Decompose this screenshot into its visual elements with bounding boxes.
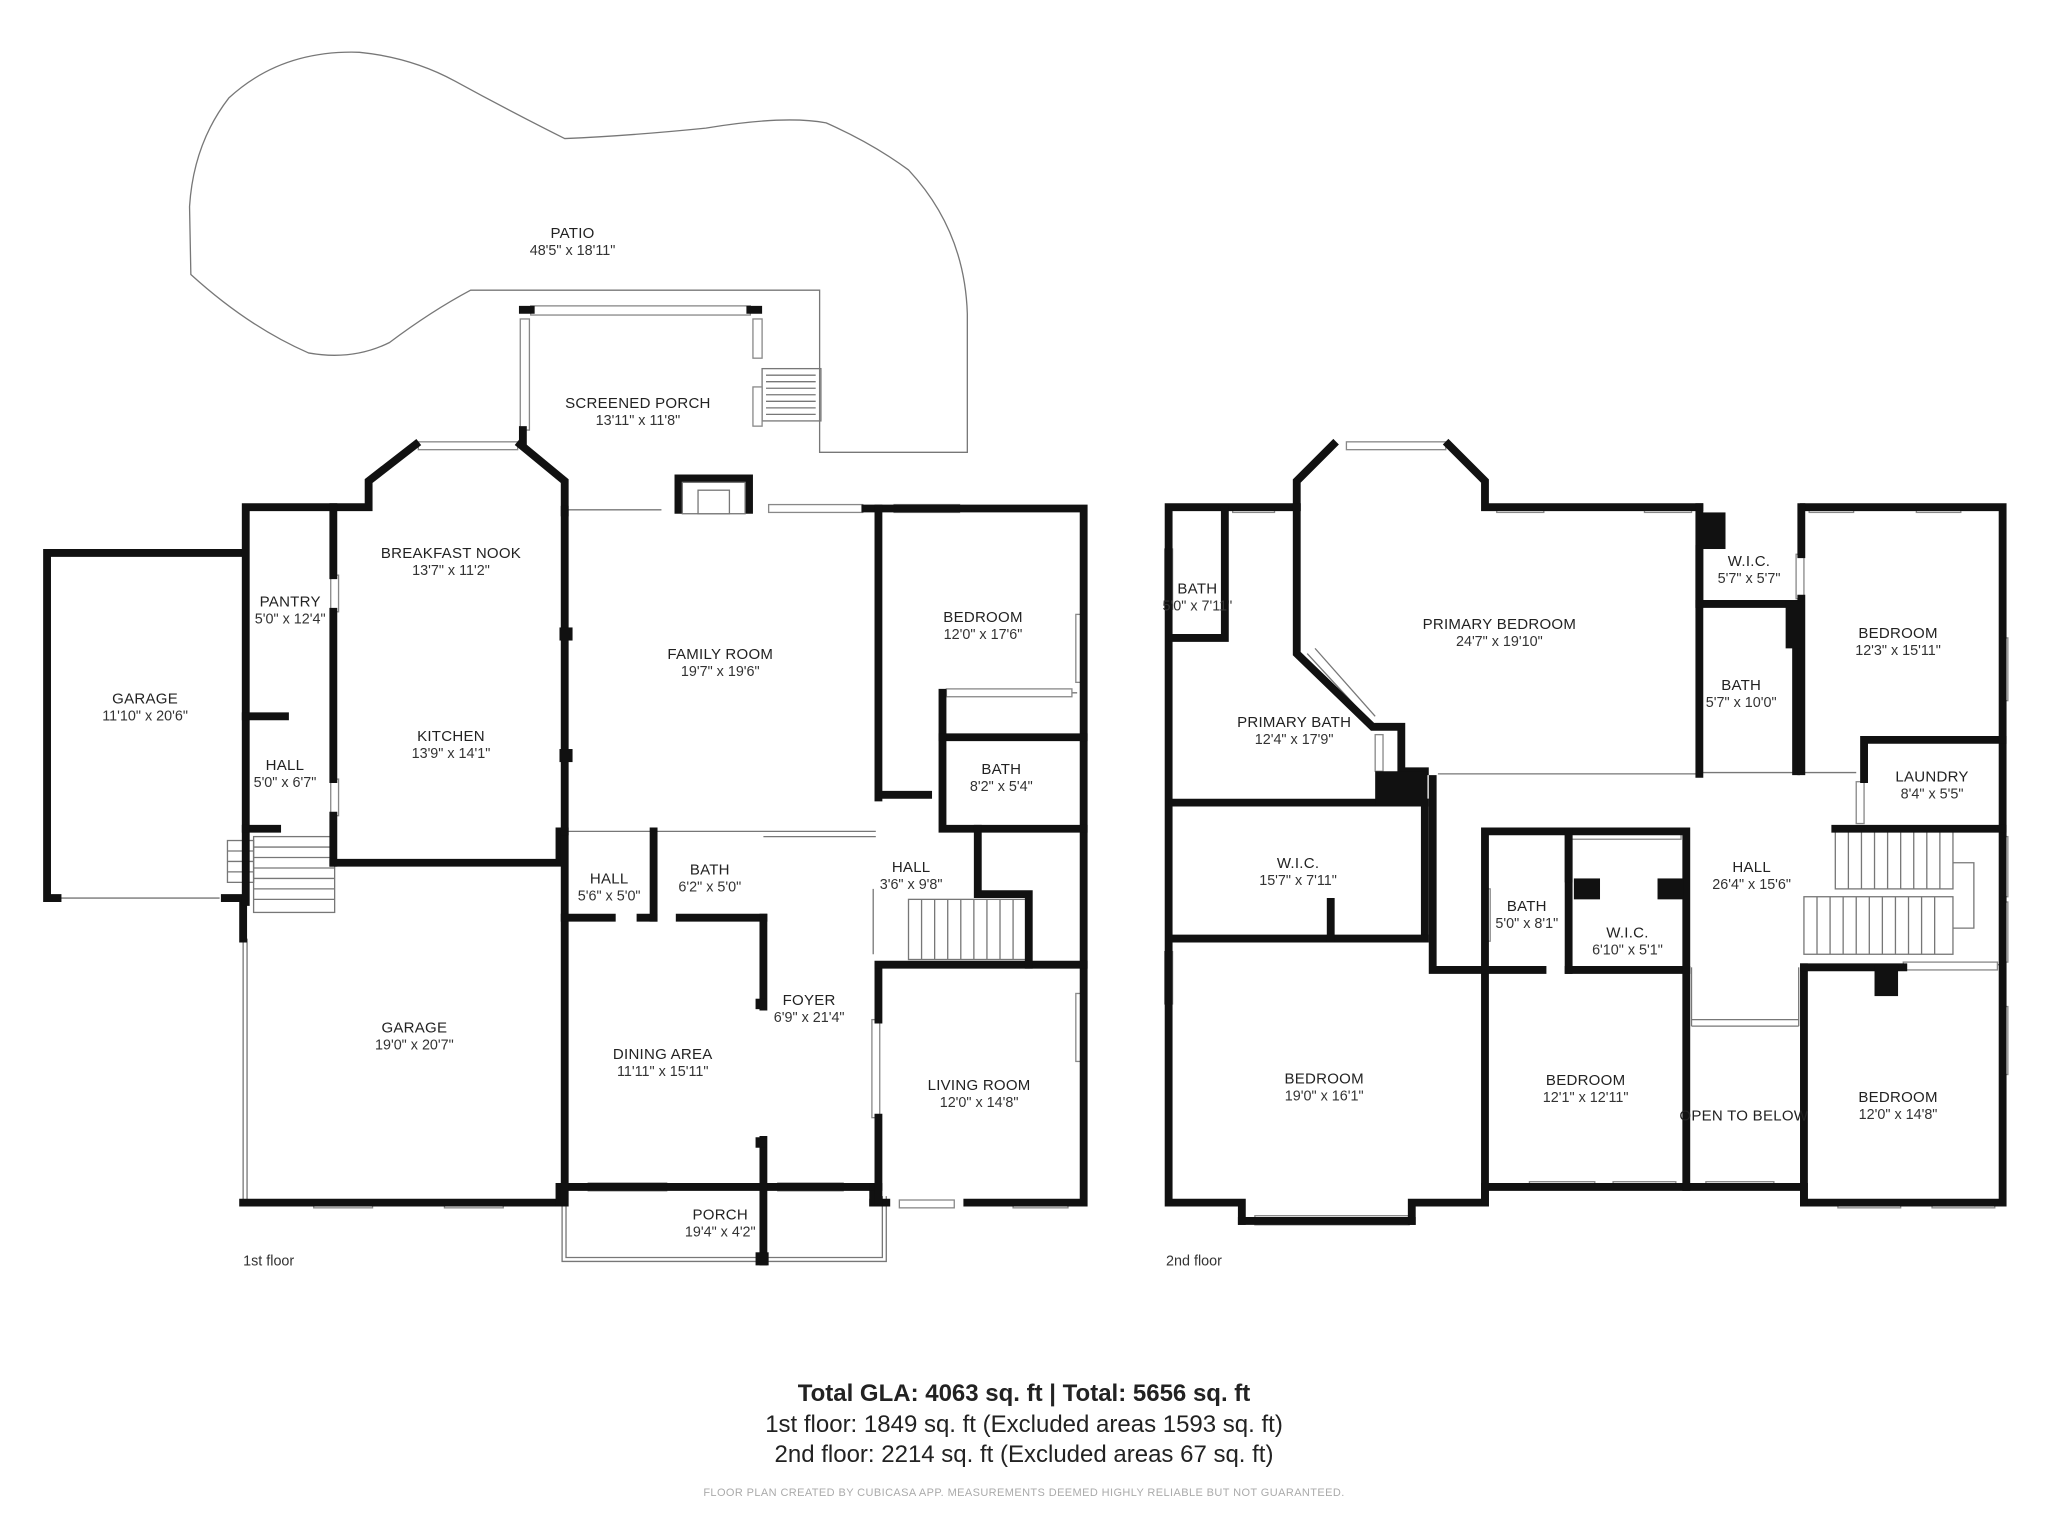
- porch-name: PORCH: [692, 1207, 748, 1224]
- screened-porch-name: SCREENED PORCH: [565, 395, 711, 412]
- bath-2f-center-name: BATH: [1507, 898, 1547, 915]
- second-floor-area-line: 2nd floor: 2214 sq. ft (Excluded areas 6…: [774, 1441, 1274, 1468]
- bath-1f-right-name: BATH: [981, 761, 1021, 778]
- hall-stairs-dims: 3'6" x 9'8": [880, 877, 943, 893]
- garage-main-name: GARAGE: [381, 1020, 447, 1037]
- hall-west-dims: 5'0" x 6'7": [254, 775, 317, 791]
- hall-west-name: HALL: [266, 757, 305, 774]
- primary-bath-dims: 12'4" x 17'9": [1255, 732, 1334, 748]
- second-floor-posts: [1375, 512, 1899, 997]
- first-floor-area-line: 1st floor: 1849 sq. ft (Excluded areas 1…: [765, 1411, 1283, 1438]
- patio-name: PATIO: [550, 225, 594, 242]
- wic-top-dims: 5'7" x 5'7": [1718, 571, 1781, 587]
- garage-main-dims: 19'0" x 20'7": [375, 1038, 454, 1054]
- wic-top-name: W.I.C.: [1728, 553, 1770, 570]
- wic-primary-name: W.I.C.: [1277, 855, 1319, 872]
- bedroom-2f-se-name: BEDROOM: [1858, 1089, 1937, 1106]
- bedroom-2f-se-dims: 12'0" x 14'8": [1859, 1107, 1938, 1123]
- laundry-dims: 8'4" x 5'5": [1901, 787, 1964, 803]
- hall-mid-name: HALL: [590, 871, 629, 888]
- total-area-line: Total GLA: 4063 sq. ft | Total: 5656 sq.…: [797, 1380, 1251, 1407]
- bath-2f-mid-name: BATH: [1721, 677, 1761, 694]
- screened-porch-dims: 13'11" x 11'8": [596, 413, 681, 429]
- hall-2f-dims: 26'4" x 15'6": [1712, 877, 1791, 893]
- laundry-name: LAUNDRY: [1895, 769, 1968, 786]
- bedroom-1f-name: BEDROOM: [943, 609, 1022, 626]
- pantry-name: PANTRY: [260, 594, 321, 611]
- garage-left-dims: 11'10" x 20'6": [102, 708, 188, 724]
- bedroom-2f-ne-name: BEDROOM: [1858, 625, 1937, 642]
- wic-center-name: W.I.C.: [1606, 924, 1648, 941]
- hall-stairs-name: HALL: [892, 859, 931, 876]
- primary-bedroom-dims: 24'7" x 19'10": [1456, 634, 1543, 650]
- patio-dims: 48'5" x 18'11": [530, 243, 616, 259]
- second-floor-label: 2nd floor: [1166, 1253, 1222, 1269]
- foyer-name: FOYER: [783, 992, 836, 1009]
- porch-dims: 19'4" x 4'2": [685, 1225, 756, 1241]
- family-room-name: FAMILY ROOM: [667, 646, 773, 663]
- bedroom-1f-dims: 12'0" x 17'6": [944, 627, 1023, 643]
- first-floor-label: 1st floor: [243, 1253, 294, 1269]
- open-to-below-name: OPEN TO BELOW: [1679, 1107, 1808, 1124]
- bedroom-2f-ne-dims: 12'3" x 15'11": [1855, 643, 1941, 659]
- kitchen-name: KITCHEN: [417, 728, 485, 745]
- foyer-dims: 6'9" x 21'4": [774, 1010, 845, 1026]
- patio-outline: [188, 51, 968, 453]
- hall-2f-name: HALL: [1732, 859, 1771, 876]
- fireplace-icon: [674, 474, 753, 515]
- disclaimer-text: FLOOR PLAN CREATED BY CUBICASA APP. MEAS…: [703, 1487, 1345, 1499]
- kitchen-dims: 13'9" x 14'1": [412, 746, 491, 762]
- wic-center-dims: 6'10" x 5'1": [1592, 942, 1663, 958]
- pantry-dims: 5'0" x 12'4": [255, 612, 326, 628]
- first-floor-posts: [559, 627, 769, 1266]
- dining-area-dims: 11'11" x 15'11": [617, 1064, 709, 1080]
- first-floor-walls: [43, 305, 1088, 1266]
- breakfast-nook-dims: 13'7" x 11'2": [412, 563, 490, 579]
- living-room-name: LIVING ROOM: [928, 1077, 1031, 1094]
- primary-bath-name: PRIMARY BATH: [1237, 714, 1351, 731]
- bath-2f-small-name: BATH: [1177, 580, 1217, 597]
- bedroom-2f-sw-dims: 19'0" x 16'1": [1285, 1089, 1364, 1105]
- dining-area-name: DINING AREA: [613, 1046, 713, 1063]
- garage-left-name: GARAGE: [112, 690, 178, 707]
- room-labels: PATIO 48'5" x 18'11" SCREENED PORCH 13'1…: [102, 225, 1968, 1269]
- primary-bedroom-name: PRIMARY BEDROOM: [1423, 616, 1577, 633]
- family-room-dims: 19'7" x 19'6": [681, 664, 760, 680]
- bedroom-2f-s-name: BEDROOM: [1546, 1072, 1625, 1089]
- bath-2f-center-dims: 5'0" x 8'1": [1495, 916, 1558, 932]
- wic-primary-dims: 15'7" x 7'11": [1259, 873, 1337, 889]
- bath-2f-mid-dims: 5'7" x 10'0": [1706, 695, 1777, 711]
- bedroom-2f-s-dims: 12'1" x 12'11": [1543, 1090, 1629, 1106]
- bath-1f-right-dims: 8'2" x 5'4": [970, 779, 1033, 795]
- hall-mid-dims: 5'6" x 5'0": [578, 889, 641, 905]
- breakfast-nook-name: BREAKFAST NOOK: [381, 545, 521, 562]
- bedroom-2f-sw-name: BEDROOM: [1284, 1071, 1363, 1088]
- bath-1f-mid-name: BATH: [690, 862, 730, 879]
- bath-2f-small-dims: 5'0" x 7'11": [1163, 598, 1233, 614]
- living-room-dims: 12'0" x 14'8": [940, 1095, 1019, 1111]
- bath-1f-mid-dims: 6'2" x 5'0": [678, 880, 741, 896]
